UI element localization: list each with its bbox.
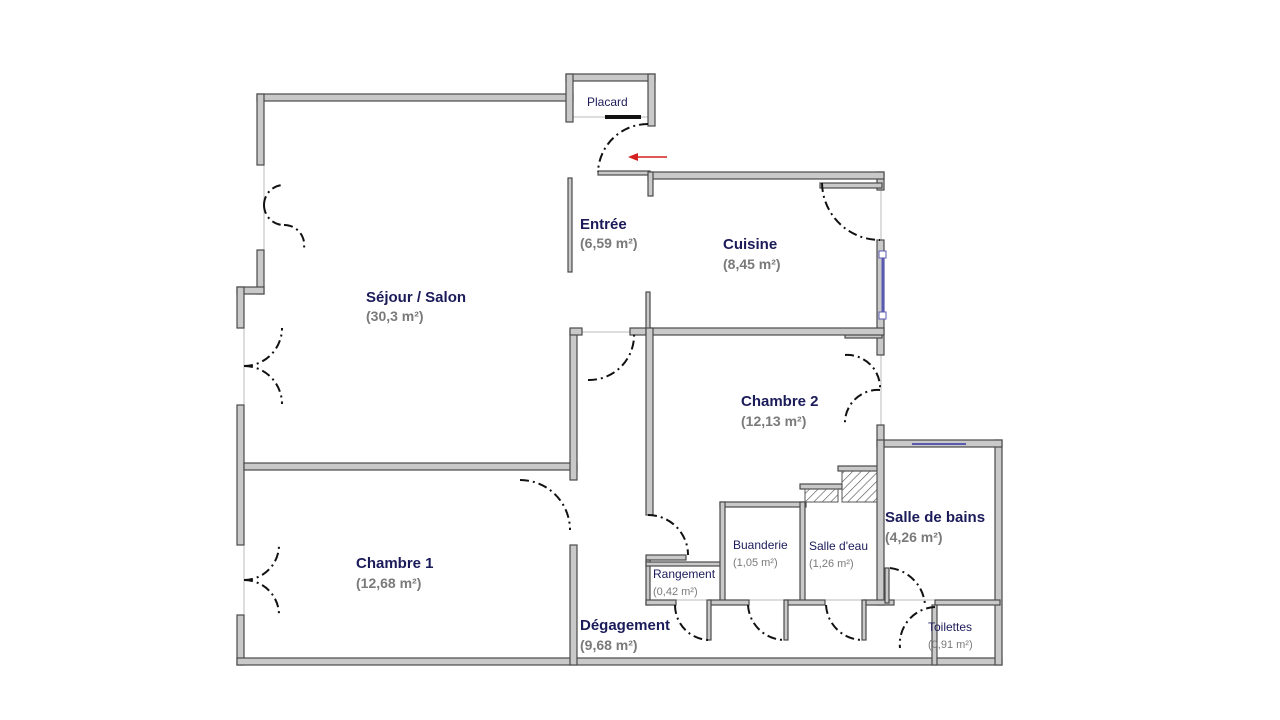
room-area-toilettes: (0,91 m²) [928, 639, 973, 651]
room-name-entree: Entrée [580, 216, 627, 233]
room-name-salle-de-bains: Salle de bains [885, 509, 985, 526]
windows [878, 250, 966, 445]
room-area-buanderie: (1,05 m²) [733, 557, 778, 569]
placard-door-bar [605, 115, 641, 119]
room-name-rangement: Rangement [653, 567, 716, 581]
room-area-chambre2: (12,13 m²) [741, 413, 806, 429]
room-area-salle-de-bains: (4,26 m²) [885, 529, 943, 545]
duct-hatch [804, 488, 839, 503]
room-name-cuisine: Cuisine [723, 236, 777, 253]
room-area-sejour: (30,3 m²) [366, 308, 424, 324]
room-name-chambre1: Chambre 1 [356, 555, 434, 572]
room-area-entree: (6,59 m²) [580, 235, 638, 251]
room-area-degagement: (9,68 m²) [580, 637, 638, 653]
room-name-sejour: Séjour / Salon [366, 289, 466, 306]
room-labels: Placard Entrée (6,59 m²) Cuisine (8,45 m… [356, 95, 985, 653]
room-name-placard: Placard [587, 95, 628, 109]
room-name-degagement: Dégagement [580, 617, 670, 634]
duct-hatch [841, 470, 878, 503]
room-area-salle-deau: (1,26 m²) [809, 558, 854, 570]
room-name-salle-deau: Salle d'eau [809, 539, 868, 553]
room-name-chambre2: Chambre 2 [741, 393, 819, 410]
room-area-chambre1: (12,68 m²) [356, 575, 421, 591]
entry-arrow-icon [628, 153, 667, 161]
walls [236, 73, 1003, 666]
doors [243, 122, 936, 649]
room-name-buanderie: Buanderie [733, 538, 788, 552]
room-name-toilettes: Toilettes [928, 620, 972, 634]
room-area-cuisine: (8,45 m²) [723, 256, 781, 272]
room-area-rangement: (0,42 m²) [653, 586, 698, 598]
